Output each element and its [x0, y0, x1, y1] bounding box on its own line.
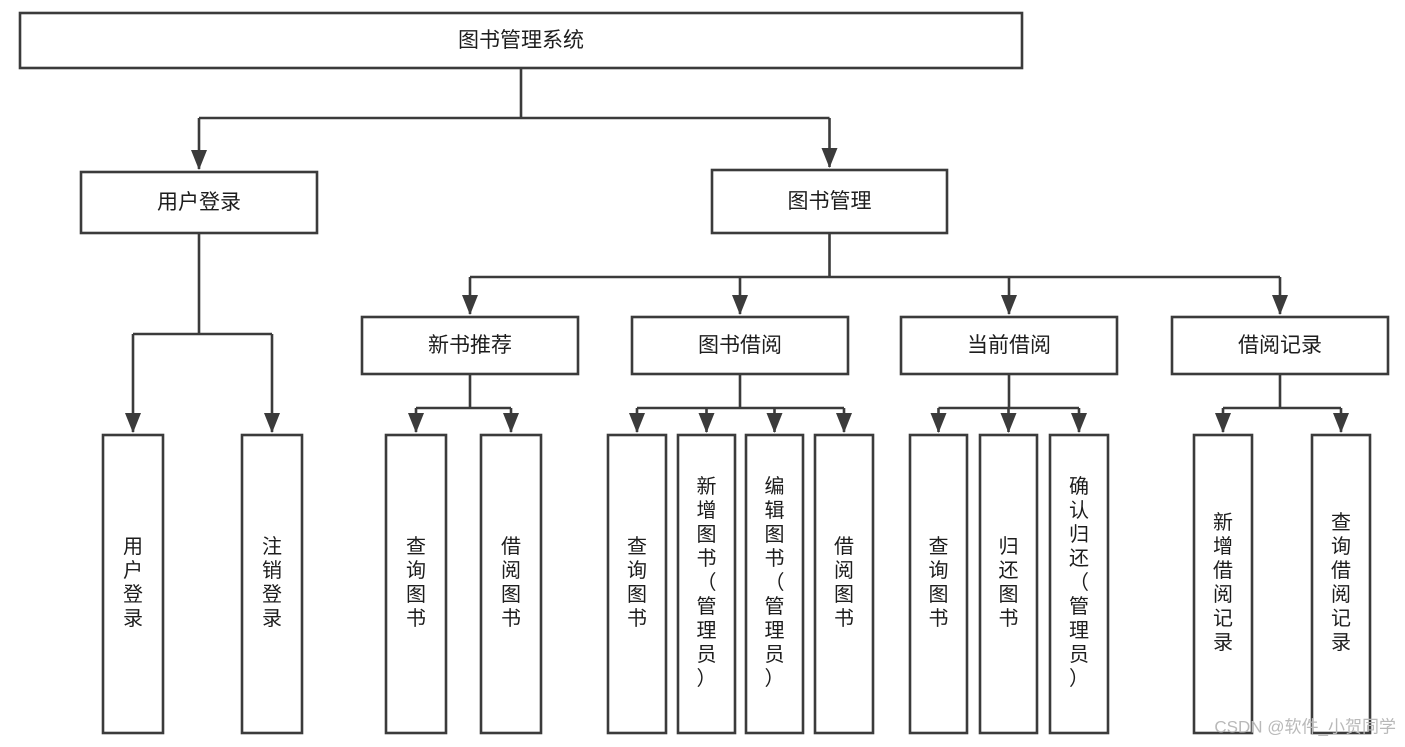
node-box-leaf-query-record[interactable]: [1310, 433, 1372, 735]
arrow-to-leaf-add-book: [698, 413, 715, 433]
arrow-to-leaf-query-book-1: [408, 413, 424, 433]
node-label-leaf-confirm-return: 确认归还（管理员）: [1069, 475, 1089, 690]
node-label-leaf-add-book: 新增图书（管理员）: [697, 475, 717, 690]
arrow-to-book-borrow: [732, 295, 748, 315]
node-label-new-book-rec: 新书推荐: [428, 334, 512, 357]
node-layer: 图书管理系统用户登录图书管理新书推荐图书借阅当前借阅借阅记录用户登录注销登录查询…: [18, 11, 1390, 735]
node-box-leaf-query-book-3[interactable]: [908, 433, 969, 735]
node-leaf-borrow-book-1[interactable]: 借阅图书: [479, 433, 543, 735]
node-box-leaf-user-login[interactable]: [101, 433, 165, 735]
node-label-leaf-add-record: 新增借阅记录: [1213, 511, 1233, 654]
node-label-leaf-query-book-1: 查询图书: [406, 535, 426, 630]
node-box-book-manage[interactable]: [710, 168, 949, 235]
node-undefined[interactable]: 图书管理系统: [18, 11, 1024, 70]
node-box-borrow-record[interactable]: [1170, 315, 1390, 376]
node-label-user-login: 用户登录: [157, 191, 241, 214]
node-box-leaf-logout[interactable]: [240, 433, 304, 735]
node-leaf-query-book-1[interactable]: 查询图书: [384, 433, 448, 735]
node-box-leaf-confirm-return[interactable]: [1048, 433, 1110, 735]
node-label-leaf-borrow-book-2: 借阅图书: [834, 535, 854, 630]
node-label-undefined: 图书管理系统: [458, 29, 584, 52]
node-box-book-borrow[interactable]: [630, 315, 850, 376]
arrow-to-new-book-rec: [462, 295, 478, 315]
node-label-current-borrow: 当前借阅: [967, 334, 1051, 357]
node-box-leaf-query-book-2[interactable]: [606, 433, 668, 735]
arrow-to-leaf-add-record: [1215, 413, 1231, 433]
node-user-login[interactable]: 用户登录: [79, 170, 319, 235]
connector-layer: [125, 68, 1349, 433]
node-box-user-login[interactable]: [79, 170, 319, 235]
arrow-to-leaf-borrow-book-1: [503, 413, 519, 433]
node-label-leaf-query-record: 查询借阅记录: [1331, 511, 1351, 654]
arrow-to-book-manage: [821, 148, 838, 168]
node-box-leaf-add-book[interactable]: [676, 433, 737, 735]
node-leaf-logout[interactable]: 注销登录: [240, 433, 304, 735]
arrow-to-leaf-query-record: [1333, 413, 1349, 433]
arrow-to-leaf-user-login: [125, 413, 141, 433]
csdn-watermark: CSDN @软件_小贺同学: [1214, 717, 1396, 736]
arrow-to-leaf-query-book-2: [629, 413, 645, 433]
node-leaf-borrow-book-2[interactable]: 借阅图书: [813, 433, 875, 735]
node-box-leaf-borrow-book-1[interactable]: [479, 433, 543, 735]
node-label-leaf-return-book: 归还图书: [999, 535, 1019, 630]
node-box-leaf-query-book-1[interactable]: [384, 433, 448, 735]
node-label-leaf-query-book-2: 查询图书: [627, 535, 647, 630]
node-leaf-user-login[interactable]: 用户登录: [101, 433, 165, 735]
node-book-borrow[interactable]: 图书借阅: [630, 315, 850, 376]
node-box-leaf-return-book[interactable]: [978, 433, 1039, 735]
node-leaf-query-record[interactable]: 查询借阅记录: [1310, 433, 1372, 735]
node-label-borrow-record: 借阅记录: [1238, 334, 1322, 357]
arrow-to-user-login: [191, 150, 207, 170]
node-leaf-add-book[interactable]: 新增图书（管理员）: [676, 433, 737, 735]
node-book-manage[interactable]: 图书管理: [710, 168, 949, 235]
node-box-leaf-borrow-book-2[interactable]: [813, 433, 875, 735]
arrow-to-leaf-return-book: [1000, 413, 1017, 433]
node-leaf-add-record[interactable]: 新增借阅记录: [1192, 433, 1254, 735]
node-label-leaf-user-login: 用户登录: [123, 536, 143, 630]
node-label-leaf-borrow-book-1: 借阅图书: [501, 535, 521, 630]
arrow-to-leaf-edit-book: [766, 413, 783, 433]
node-box-new-book-rec[interactable]: [360, 315, 580, 376]
node-label-leaf-logout: 注销登录: [262, 535, 282, 630]
node-box-current-borrow[interactable]: [899, 315, 1119, 376]
node-label-book-manage: 图书管理: [788, 190, 872, 213]
arrow-to-borrow-record: [1272, 295, 1288, 315]
node-label-book-borrow: 图书借阅: [698, 334, 782, 357]
arrow-to-leaf-query-book-3: [930, 413, 947, 433]
arrow-to-current-borrow: [1001, 295, 1017, 315]
node-leaf-edit-book[interactable]: 编辑图书（管理员）: [744, 433, 805, 735]
arrow-to-leaf-confirm-return: [1071, 413, 1087, 433]
node-box-leaf-edit-book[interactable]: [744, 433, 805, 735]
node-label-leaf-query-book-3: 查询图书: [929, 535, 949, 630]
node-leaf-return-book[interactable]: 归还图书: [978, 433, 1039, 735]
node-leaf-query-book-2[interactable]: 查询图书: [606, 433, 668, 735]
node-box-leaf-add-record[interactable]: [1192, 433, 1254, 735]
node-box-undefined[interactable]: [18, 11, 1024, 70]
arrow-to-leaf-borrow-book-2: [836, 413, 852, 433]
node-leaf-query-book-3[interactable]: 查询图书: [908, 433, 969, 735]
node-new-book-rec[interactable]: 新书推荐: [360, 315, 580, 376]
node-leaf-confirm-return[interactable]: 确认归还（管理员）: [1048, 433, 1110, 735]
node-current-borrow[interactable]: 当前借阅: [899, 315, 1119, 376]
node-borrow-record[interactable]: 借阅记录: [1170, 315, 1390, 376]
node-label-leaf-edit-book: 编辑图书（管理员）: [765, 475, 785, 690]
arrow-to-leaf-logout: [264, 413, 280, 433]
